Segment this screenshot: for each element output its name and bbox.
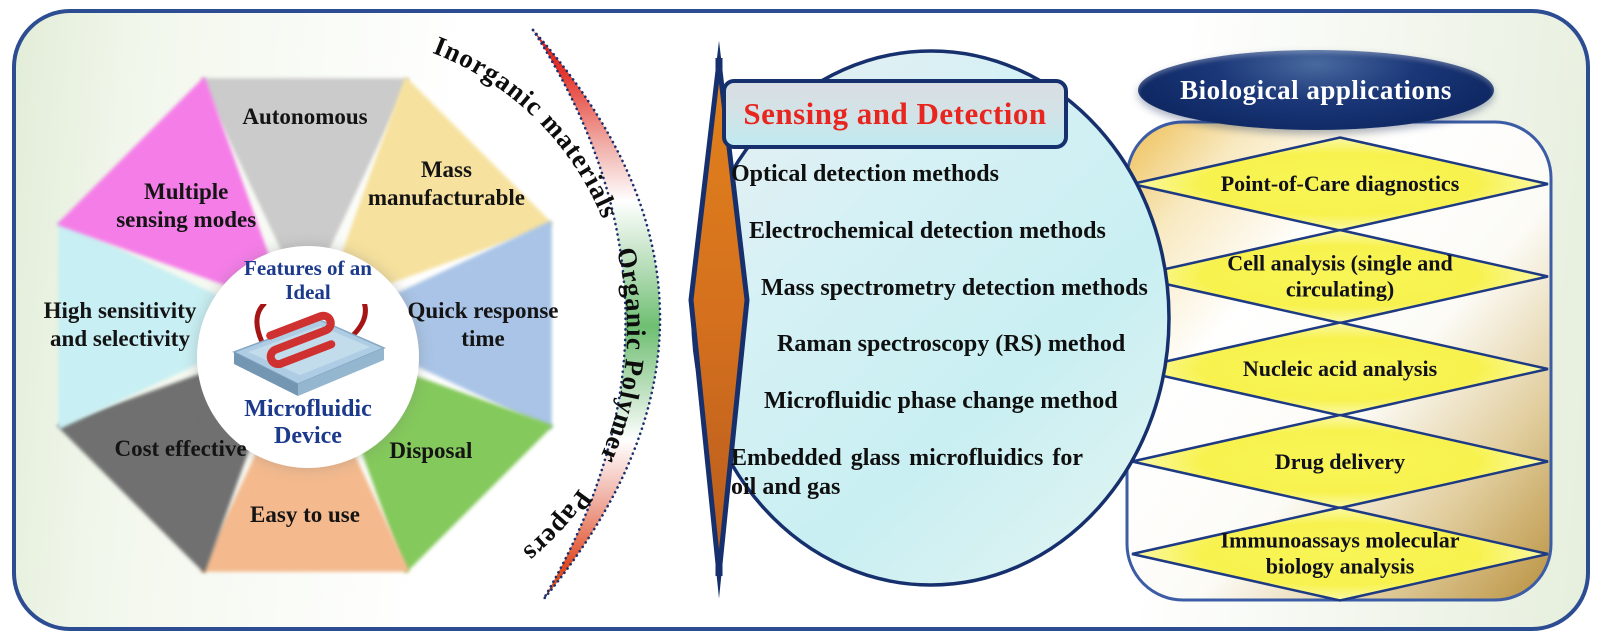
pinwheel-slice	[200, 78, 410, 301]
pinwheel-slice	[58, 220, 281, 430]
pinwheel-slice	[329, 220, 552, 430]
materials-crescent	[533, 30, 661, 600]
sensing-circle	[691, 49, 1171, 587]
crescent-inner-dotted-arc	[531, 28, 627, 602]
crescent-outer-dotted-arc	[531, 28, 662, 602]
pinwheel	[56, 76, 554, 574]
application-diamonds	[1131, 136, 1549, 602]
application-diamond	[1131, 506, 1549, 602]
kite-pointer	[688, 40, 750, 599]
